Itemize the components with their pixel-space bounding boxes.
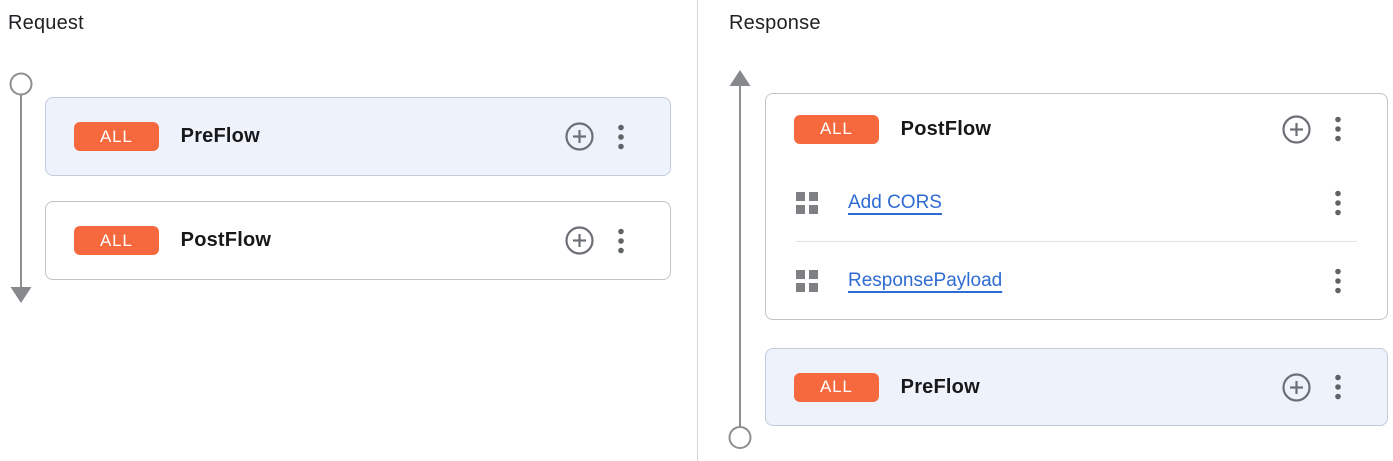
response-flow-timeline <box>728 70 752 449</box>
more-options-button[interactable] <box>614 226 628 256</box>
more-vert-icon <box>1335 374 1341 400</box>
condition-badge: ALL <box>794 372 879 402</box>
policy-more-options-button[interactable] <box>1331 266 1345 296</box>
policy-more-options-button[interactable] <box>1331 188 1345 218</box>
policy-list: Add CORS ResponsePayload <box>766 164 1387 319</box>
policy-grid-icon <box>796 269 818 292</box>
arrow-down-icon <box>10 287 32 303</box>
add-policy-button[interactable] <box>564 122 594 152</box>
policy-link[interactable]: Add CORS <box>848 191 942 213</box>
response-panel-title: Response <box>729 12 821 34</box>
add-circle-icon <box>1281 114 1311 144</box>
flow-card-request-preflow[interactable]: ALL PreFlow <box>45 97 671 176</box>
flow-name: PostFlow <box>900 117 992 140</box>
more-options-button[interactable] <box>1331 114 1345 144</box>
more-vert-icon <box>618 124 624 149</box>
condition-badge: ALL <box>794 114 879 144</box>
policy-row: ResponsePayload <box>766 242 1387 319</box>
request-panel-title: Request <box>8 12 84 34</box>
flow-name: PreFlow <box>180 125 260 147</box>
flow-card-request-postflow[interactable]: ALL PostFlow <box>45 201 671 280</box>
more-options-button[interactable] <box>1331 372 1345 402</box>
add-circle-icon <box>564 226 594 255</box>
condition-badge: ALL <box>74 226 159 255</box>
policy-row: Add CORS <box>766 164 1387 241</box>
policy-grid-icon <box>796 191 818 214</box>
add-policy-button[interactable] <box>564 226 594 256</box>
flow-card-header: ALL PostFlow <box>46 202 670 279</box>
flow-card-response-preflow[interactable]: ALL PreFlow <box>765 348 1388 426</box>
flow-start-circle-icon <box>9 72 33 96</box>
arrow-up-icon <box>729 70 751 86</box>
flow-card-header: ALL PostFlow <box>766 94 1387 164</box>
condition-badge: ALL <box>74 122 159 151</box>
add-circle-icon <box>1281 372 1311 402</box>
flow-name: PostFlow <box>180 229 272 251</box>
add-circle-icon <box>564 122 594 151</box>
add-policy-button[interactable] <box>1281 114 1311 144</box>
flow-card-header: ALL PreFlow <box>46 98 670 175</box>
add-policy-button[interactable] <box>1281 372 1311 402</box>
more-vert-icon <box>1335 190 1341 215</box>
request-flow-timeline <box>9 72 33 303</box>
policy-separator <box>796 241 1357 242</box>
more-vert-icon <box>1335 116 1341 142</box>
flow-card-response-postflow[interactable]: ALL PostFlow <box>765 93 1388 320</box>
flow-name: PreFlow <box>900 375 980 398</box>
flow-card-header: ALL PreFlow <box>766 349 1387 425</box>
more-vert-icon <box>618 228 624 253</box>
policy-link[interactable]: ResponsePayload <box>848 269 1003 291</box>
more-options-button[interactable] <box>614 122 628 152</box>
panel-divider <box>697 0 698 461</box>
flow-start-circle-icon <box>728 426 752 449</box>
more-vert-icon <box>1335 268 1341 293</box>
